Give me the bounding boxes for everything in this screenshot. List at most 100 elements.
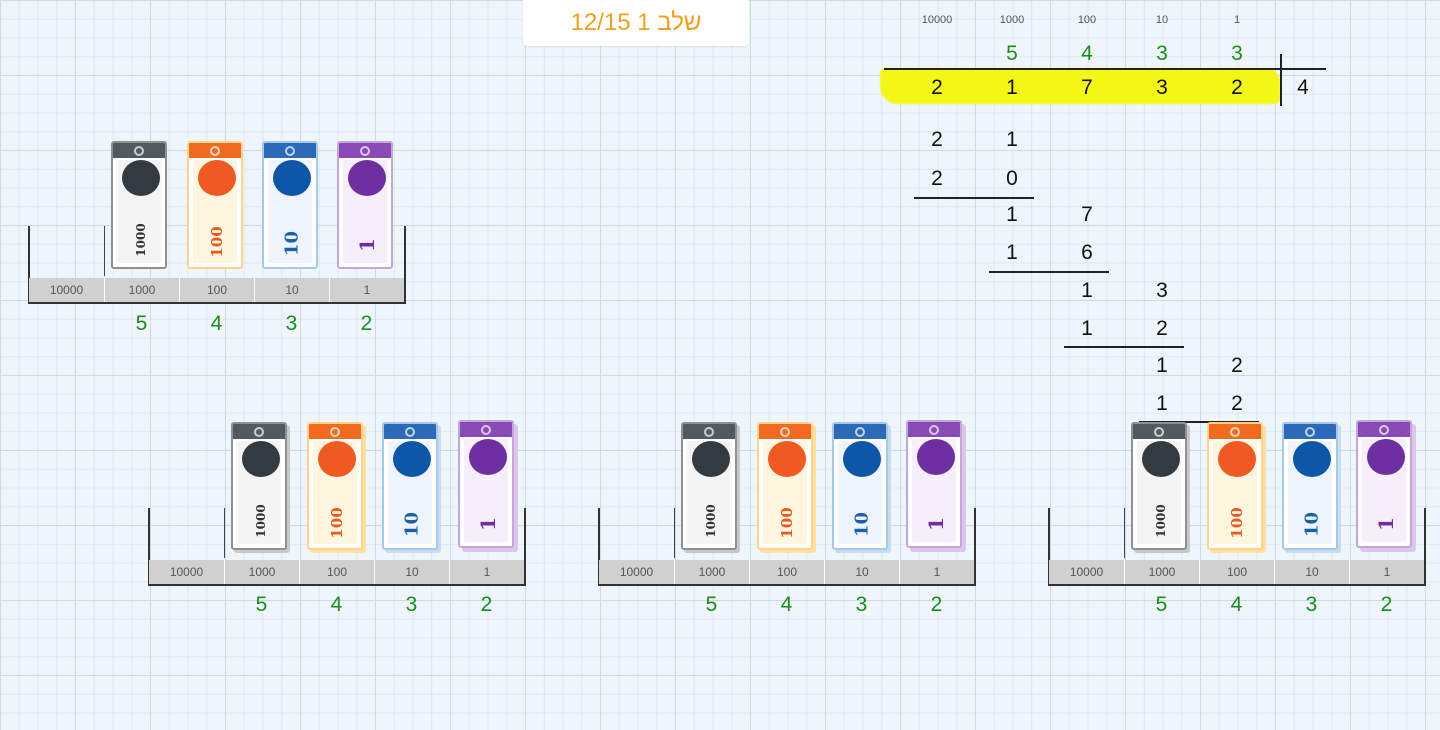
work-digit: 1 [1081,317,1093,340]
place-header-1000: 1000 [999,14,1025,26]
count-1000: 5 [135,312,148,335]
place-header-1: 1 [1233,14,1241,26]
bill-10[interactable]: 10 [262,141,318,269]
count-1000: 5 [705,593,718,616]
bill-10[interactable]: 10 [832,422,888,550]
dividend-digit: 2 [931,76,943,99]
board-counts: 5 4 3 2 [674,593,974,617]
column-label-1000: 1000 [1124,560,1199,584]
bill-10[interactable]: 10 [1282,422,1338,550]
column-label-10: 10 [254,278,329,302]
work-digit: 7 [1081,203,1093,226]
bill-1[interactable]: 1 [1356,420,1412,548]
column-label-10: 10 [824,560,899,584]
board-counts: 5 4 3 2 [104,312,404,336]
bill-10[interactable]: 10 [382,422,438,550]
count-1: 2 [1380,593,1393,616]
bill-100[interactable]: 100 [187,141,243,269]
dividend-highlight [880,68,1280,104]
column-label-10000: 10000 [1049,560,1124,584]
count-100: 4 [1230,593,1243,616]
count-100: 4 [330,593,343,616]
quotient-digit: 3 [1231,42,1243,65]
count-10: 3 [855,593,868,616]
column-label-1: 1 [899,560,974,584]
column-label-1000: 1000 [104,278,179,302]
work-digit: 1 [1006,128,1018,151]
column-label-100: 100 [179,278,254,302]
divisor: 4 [1297,76,1309,99]
quotient-digit: 4 [1081,42,1093,65]
column-label-10000: 10000 [599,560,674,584]
subtraction-line [1064,346,1184,348]
count-1000: 5 [1155,593,1168,616]
work-digit: 1 [1156,392,1168,415]
dividend-digit: 3 [1156,76,1168,99]
column-label-1: 1 [329,278,404,302]
bill-1[interactable]: 1 [906,420,962,548]
count-10: 3 [405,593,418,616]
bill-100[interactable]: 100 [1207,422,1263,550]
count-10: 3 [285,312,298,335]
work-digit: 1 [1006,203,1018,226]
count-1000: 5 [255,593,268,616]
work-digit: 2 [931,167,943,190]
bill-1000[interactable]: 1000 [681,422,737,550]
board-counts: 5 4 3 2 [1124,593,1424,617]
bill-1[interactable]: 1 [458,420,514,548]
count-1: 2 [360,312,373,335]
step-indicator: שלב 1 12/15 [523,0,749,46]
count-1: 2 [480,593,493,616]
column-label-1: 1 [1349,560,1424,584]
column-label-10000: 10000 [149,560,224,584]
dividend-digit: 7 [1081,76,1093,99]
bill-100[interactable]: 100 [307,422,363,550]
column-label-10: 10 [1274,560,1349,584]
division-top-line [884,68,1326,70]
place-header-10000: 10000 [921,14,953,26]
column-label-1: 1 [449,560,524,584]
column-label-1000: 1000 [674,560,749,584]
work-digit: 2 [1156,317,1168,340]
work-digit: 1 [1006,241,1018,264]
work-digit: 1 [1156,354,1168,377]
pocket-board: 10000 1000 100 10 1 [1048,508,1426,586]
column-label-1000: 1000 [224,560,299,584]
quotient-digit: 3 [1156,42,1168,65]
place-header-10: 10 [1155,14,1169,26]
work-digit: 2 [1231,392,1243,415]
work-digit: 3 [1156,279,1168,302]
work-digit: 2 [1231,354,1243,377]
subtraction-line [914,197,1034,199]
count-100: 4 [780,593,793,616]
pocket-board: 10000 1000 100 10 1 [598,508,976,586]
dividend-digit: 1 [1006,76,1018,99]
board-counts: 5 4 3 2 [224,593,524,617]
count-100: 4 [210,312,223,335]
quotient-digit: 5 [1006,42,1018,65]
place-header-100: 100 [1077,14,1097,26]
bill-1000[interactable]: 1000 [111,141,167,269]
count-1: 2 [930,593,943,616]
work-digit: 0 [1006,167,1018,190]
subtraction-line [989,271,1109,273]
work-digit: 2 [931,128,943,151]
work-digit: 1 [1081,279,1093,302]
column-label-100: 100 [299,560,374,584]
pocket-board: 10000 1000 100 10 1 [148,508,526,586]
bill-100[interactable]: 100 [757,422,813,550]
step-label: שלב 1 12/15 [570,9,702,36]
column-label-100: 100 [749,560,824,584]
work-digit: 6 [1081,241,1093,264]
pocket-board: 10000 1000 100 10 1 [28,226,406,304]
column-label-10: 10 [374,560,449,584]
bill-1000[interactable]: 1000 [231,422,287,550]
bill-1000[interactable]: 1000 [1131,422,1187,550]
column-label-10000: 10000 [29,278,104,302]
division-bracket [1280,54,1282,106]
subtraction-line [1139,421,1259,423]
bill-1[interactable]: 1 [337,141,393,269]
dividend-digit: 2 [1231,76,1243,99]
column-label-100: 100 [1199,560,1274,584]
count-10: 3 [1305,593,1318,616]
